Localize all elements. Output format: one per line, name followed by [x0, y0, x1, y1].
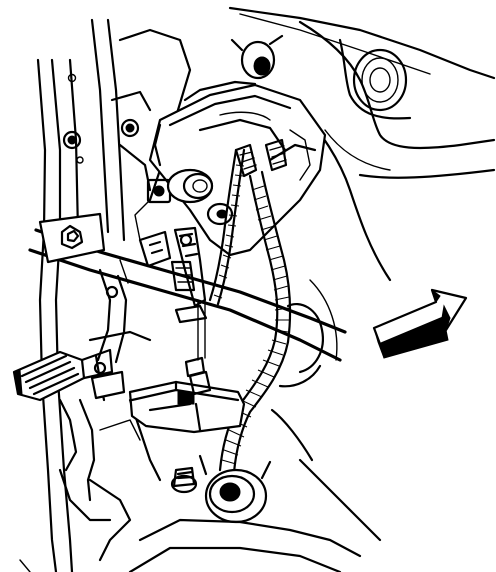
grommet-top — [230, 34, 284, 80]
connector-block — [128, 299, 246, 434]
pedal-pad — [12, 348, 126, 402]
pedal-arm — [170, 226, 207, 308]
grommet-bottom — [198, 454, 272, 524]
floor-pan — [128, 279, 382, 572]
lower-left-bracket — [88, 268, 152, 364]
pedal-switch — [138, 230, 172, 268]
kick-panel — [58, 398, 162, 562]
left-mount-plate — [38, 212, 106, 264]
grommet-upper-right — [352, 48, 408, 112]
pedal-bracket — [134, 80, 327, 257]
left-upper-bracket — [62, 28, 192, 202]
bolt-lower — [170, 466, 198, 494]
harness-connector-top — [234, 138, 288, 178]
pivot-bushing — [166, 168, 214, 204]
a-pillar-frame — [19, 18, 126, 572]
direction-arrow-icon — [372, 288, 468, 359]
